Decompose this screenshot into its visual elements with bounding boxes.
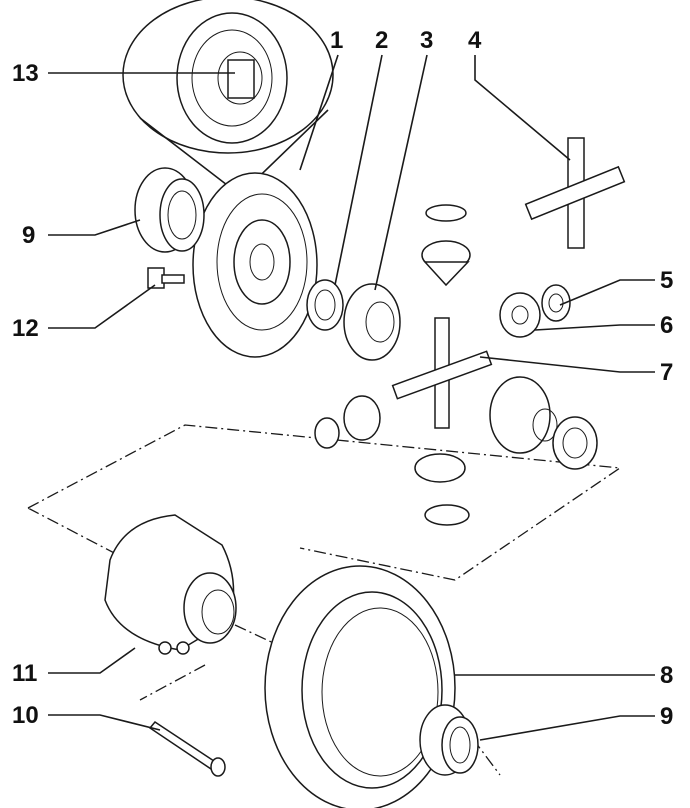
pinion-lower xyxy=(414,453,466,483)
bearing-upper xyxy=(134,167,205,253)
bolt-upper xyxy=(147,267,185,289)
bolt-lower xyxy=(148,721,226,777)
differential-case xyxy=(104,514,237,655)
callout-1: 1 xyxy=(330,27,343,54)
pinion-6 xyxy=(499,292,541,338)
callout-12: 12 xyxy=(12,315,39,342)
washer-upper xyxy=(425,204,467,222)
thrust-washer-2 xyxy=(306,279,344,331)
pinion-upper xyxy=(421,240,471,287)
callout-9-lower: 9 xyxy=(660,703,673,730)
callout-8: 8 xyxy=(660,662,673,689)
bearing-lower xyxy=(419,704,479,776)
leader-lines xyxy=(48,54,655,741)
cross-pin-7 xyxy=(391,317,493,429)
callout-10: 10 xyxy=(12,702,39,729)
flange-plate xyxy=(192,172,318,358)
assembly-outline xyxy=(27,424,622,701)
side-gear-3 xyxy=(343,283,401,361)
callout-11: 11 xyxy=(12,660,37,687)
callout-7: 7 xyxy=(660,359,673,386)
pinion-left xyxy=(343,395,381,441)
washer-5 xyxy=(541,284,571,322)
callout-9-upper: 9 xyxy=(22,222,35,249)
callout-13: 13 xyxy=(12,60,39,87)
callout-5: 5 xyxy=(660,267,673,294)
callout-4: 4 xyxy=(468,27,482,54)
callout-3: 3 xyxy=(420,27,433,54)
callout-6: 6 xyxy=(660,312,673,339)
ring-gear xyxy=(264,565,456,808)
washer-right xyxy=(552,416,598,470)
callout-2: 2 xyxy=(375,27,388,54)
washer-left xyxy=(314,417,340,449)
washer-lower xyxy=(424,504,470,526)
detail-magnifier xyxy=(122,0,334,197)
cross-shaft-4 xyxy=(524,137,626,249)
side-gear-right xyxy=(489,376,551,454)
